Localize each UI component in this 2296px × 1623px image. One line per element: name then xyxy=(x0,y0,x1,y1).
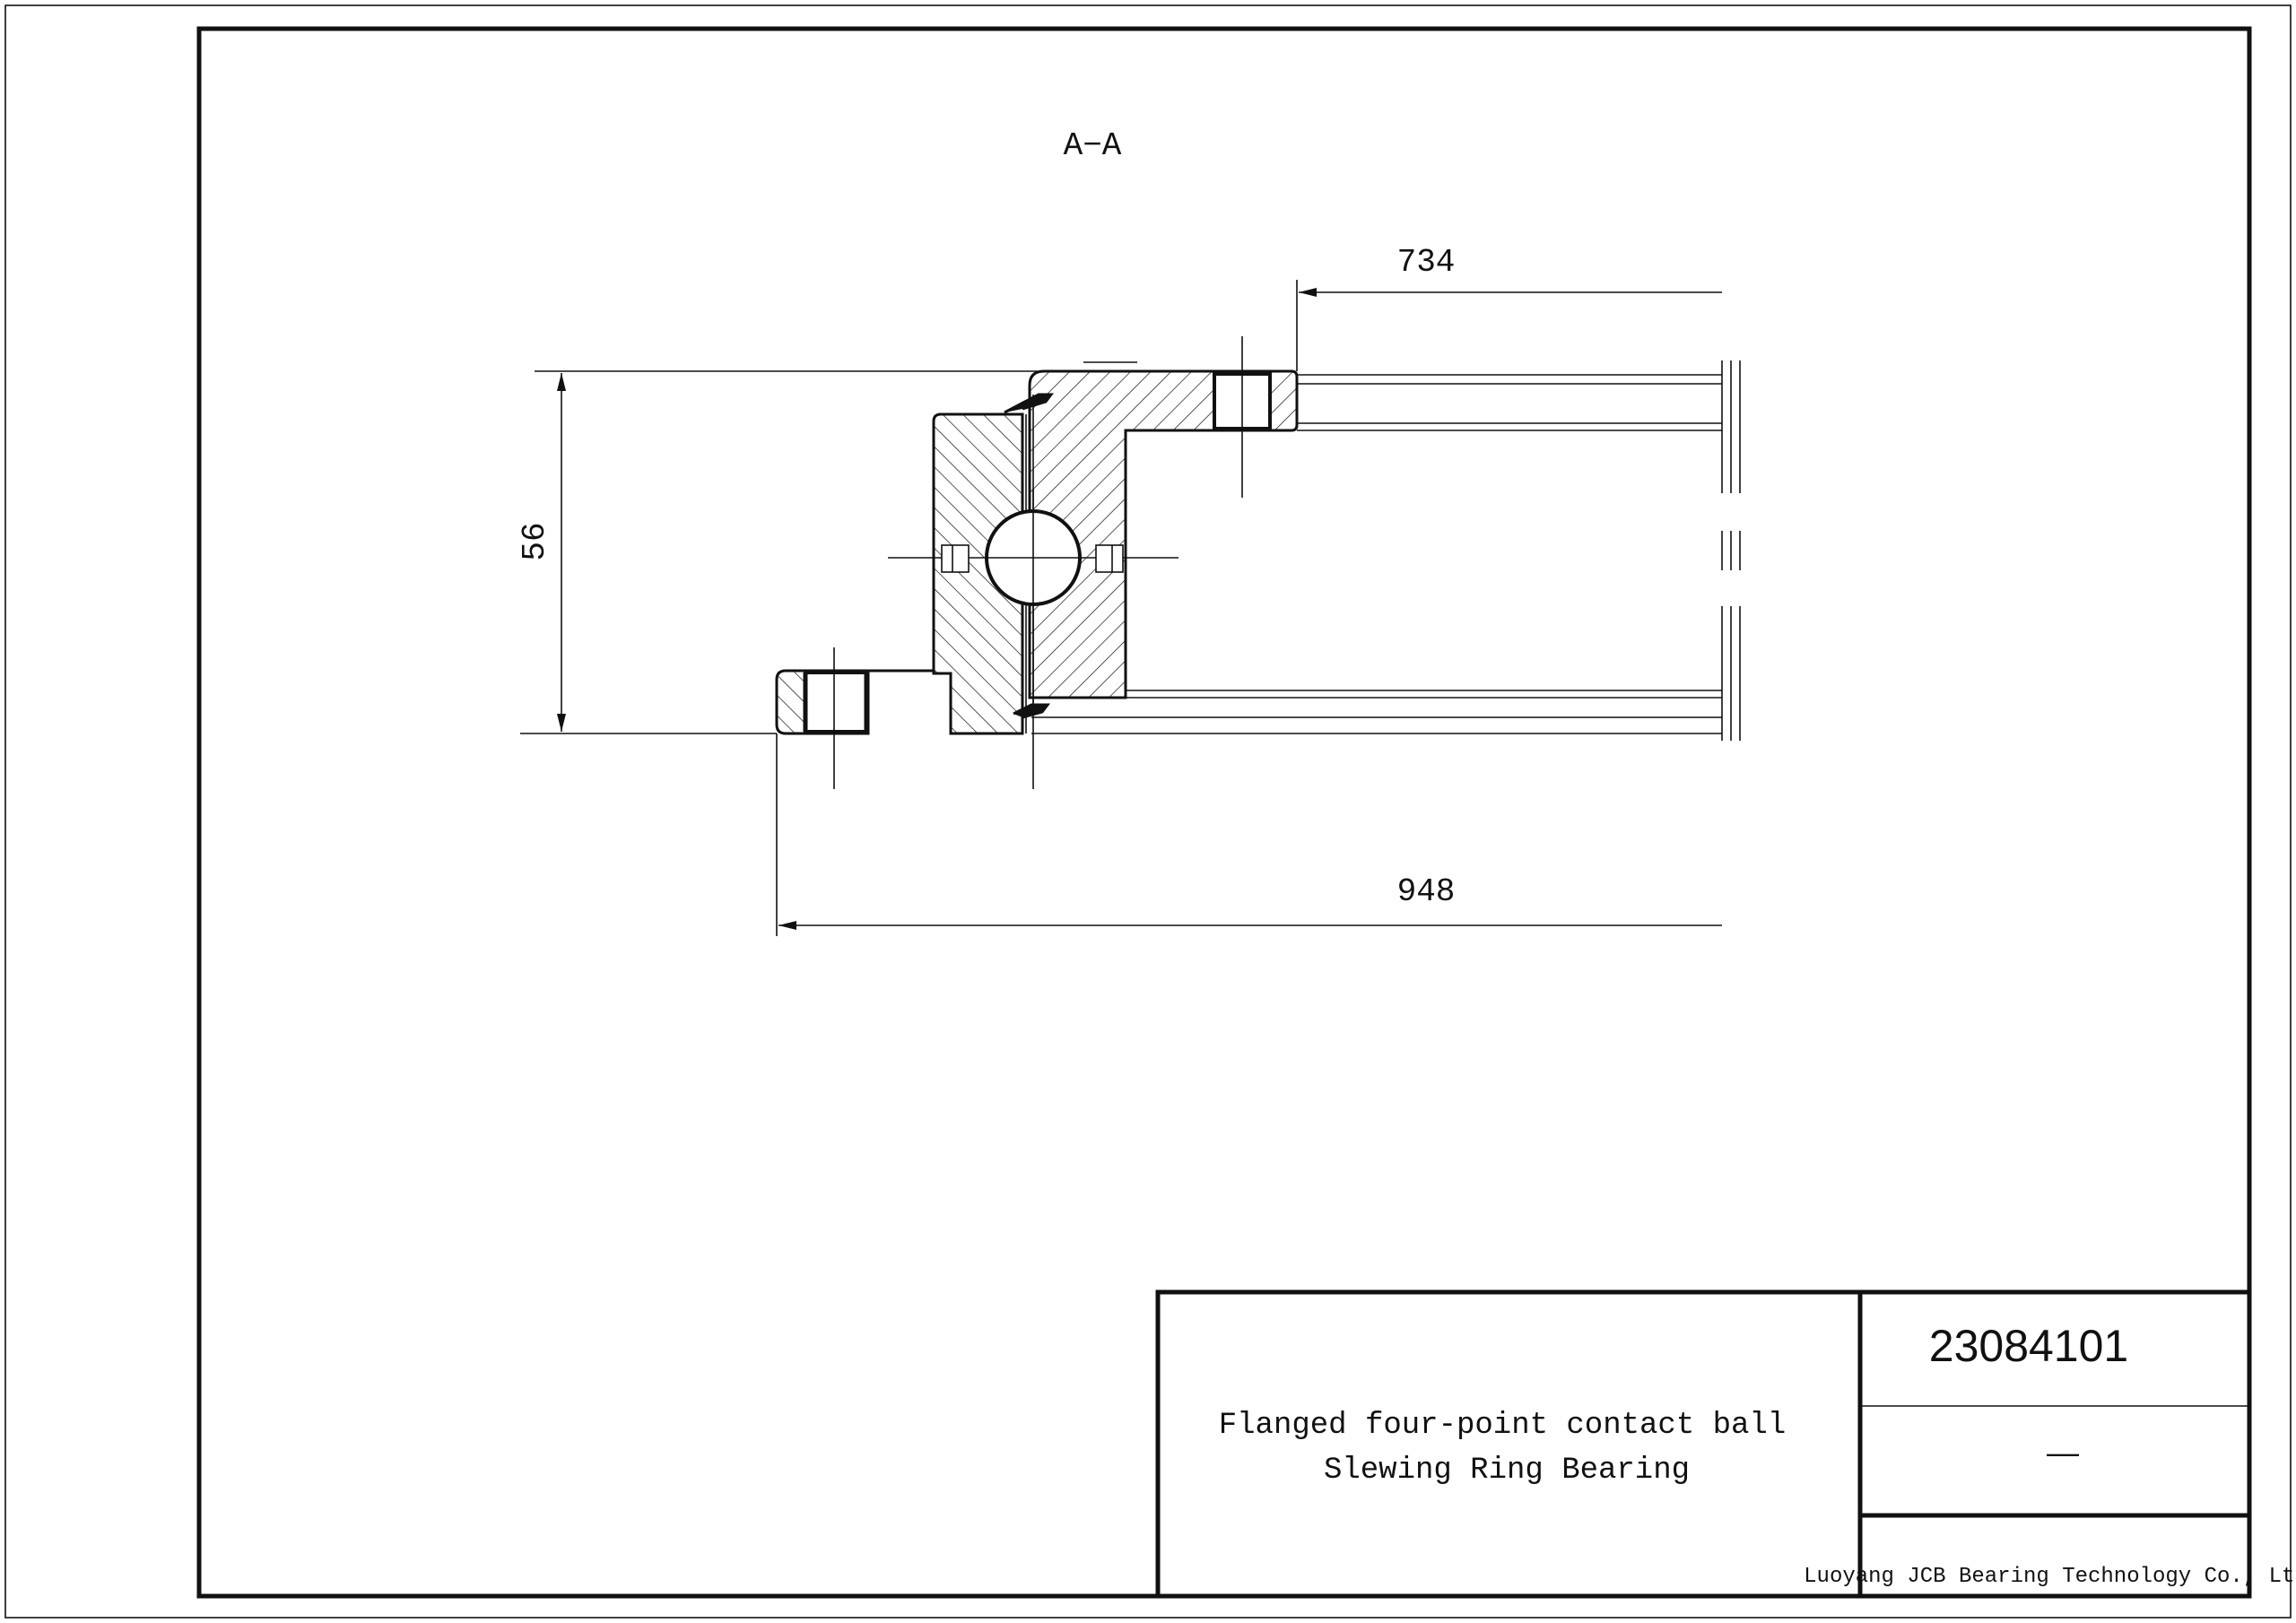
dim-948-label: 948 xyxy=(1397,873,1456,910)
dimension-56: 56 xyxy=(517,370,1044,734)
top-seal xyxy=(1004,393,1054,414)
bottom-seal xyxy=(1013,703,1050,719)
bearing-section xyxy=(775,336,1741,789)
field-2: — xyxy=(2047,1434,2079,1471)
section-label: A−A xyxy=(1064,127,1122,164)
title-block: Flanged four-point contact ball Slewing … xyxy=(1155,1289,2296,1599)
description-line-1: Flanged four-point contact ball xyxy=(1219,1409,1787,1443)
inner-ring xyxy=(1028,369,1299,699)
description-line-2: Slewing Ring Bearing xyxy=(1324,1454,1690,1488)
outer-bolt-hole xyxy=(804,671,868,733)
outer-border xyxy=(4,4,2292,1619)
dim-734-label: 734 xyxy=(1397,244,1456,281)
dimension-734: 734 xyxy=(1296,244,1722,371)
dimension-948: 948 xyxy=(776,733,1722,936)
company-name: Luoyang JCB Bearing Technology Co., Ltd xyxy=(1804,1565,2296,1589)
dim-56-label: 56 xyxy=(517,522,553,560)
part-number: 23084101 xyxy=(1929,1321,2128,1371)
